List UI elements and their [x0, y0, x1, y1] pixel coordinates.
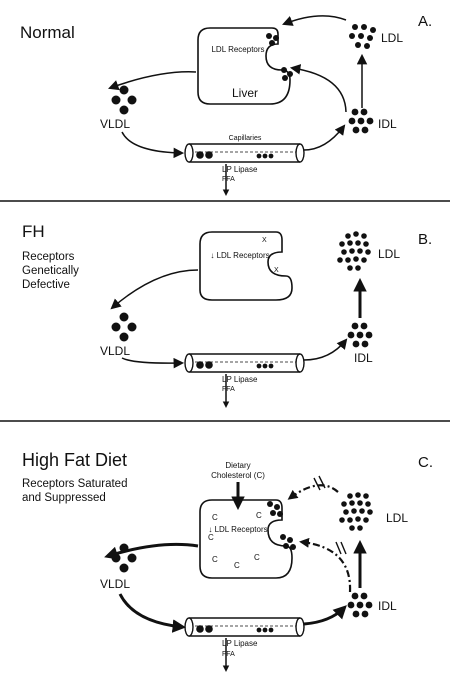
cholesterol-marker: C: [254, 553, 260, 562]
cholesterol-marker: C: [212, 555, 218, 564]
capillary: [184, 143, 305, 163]
panel-a: Normal A. LDL Receptors Liver LDL IDL: [20, 13, 432, 197]
idl-label: IDL: [378, 599, 397, 613]
panel-title: High Fat Diet: [22, 450, 127, 470]
liver-to-vldl-arrow: [104, 542, 199, 560]
panel-title: FH: [22, 222, 45, 241]
blocked-ldl-uptake-arrow: [287, 475, 339, 500]
panel-letter: C.: [418, 454, 433, 471]
cholesterol-marker: C: [234, 561, 240, 570]
cholesterol-marker: C: [256, 511, 262, 520]
receptor-label: ↓ LDL Receptors: [208, 525, 267, 534]
ldl-label: LDL: [386, 511, 408, 525]
ldl-bound-particles: [266, 33, 293, 81]
liver-cell: [199, 231, 293, 301]
idl-particles: [348, 108, 374, 134]
capillary-to-idl-arrow: [303, 605, 347, 626]
liver-label: Liver: [232, 86, 258, 100]
capillaries-label: Capillaries: [229, 135, 262, 142]
ldl-bound-particles: [267, 501, 296, 550]
lp-lipase-label: LP Lipase: [222, 165, 258, 174]
receptor-label: LDL Receptors: [211, 45, 264, 54]
idl-label: IDL: [354, 351, 373, 365]
cholesterol-marker: C: [212, 513, 218, 522]
ldl-particles: [337, 231, 371, 271]
idl-particles: [347, 322, 373, 348]
ldl-particles: [339, 492, 373, 531]
capillary: [184, 617, 305, 637]
ffa-label: FFA: [222, 651, 235, 658]
liver-to-vldl-arrow: [108, 71, 197, 91]
capillary-to-idl-arrow: [303, 338, 348, 361]
idl-to-liver-arrow: [289, 64, 347, 113]
cholesterol-markers: C C C C C C: [208, 511, 262, 570]
receptor-label: ↓ LDL Receptors: [210, 251, 269, 260]
panel-letter: A.: [418, 13, 432, 30]
panel-letter: B.: [418, 231, 432, 248]
vldl-label: VLDL: [100, 344, 130, 358]
panel-subtitle: and Suppressed: [22, 492, 106, 504]
panel-subtitle: Receptors Saturated: [22, 478, 127, 490]
panel-title: Normal: [20, 23, 75, 42]
vldl-particles: [111, 312, 137, 342]
panel-b: FH B. Receptors Genetically Defective X …: [22, 222, 432, 409]
panel-subtitle: Defective: [22, 279, 70, 291]
vldl-particles: [111, 85, 137, 115]
panel-subtitle: Genetically: [22, 265, 79, 277]
vldl-to-capillary-arrow: [121, 357, 185, 369]
vldl-label: VLDL: [100, 117, 130, 131]
ffa-label: FFA: [222, 176, 235, 183]
dietary-cholesterol-label: Dietary: [225, 461, 250, 470]
ldl-to-liver-arrow: [282, 15, 347, 26]
vldl-to-capillary-arrow: [118, 593, 187, 633]
ldl-label: LDL: [381, 31, 403, 45]
capillary-to-idl-arrow: [303, 124, 346, 151]
defect-marker: X: [262, 237, 267, 244]
liver-cell: [199, 499, 293, 579]
cholesterol-marker: C: [208, 533, 214, 542]
blocked-idl-uptake-arrow: [299, 537, 352, 593]
panel-c: High Fat Diet C. Receptors Saturated and…: [22, 450, 433, 673]
capillary: [184, 353, 305, 373]
liver-to-vldl-arrow: [110, 269, 199, 310]
ffa-label: FFA: [222, 386, 235, 393]
ldl-label: LDL: [378, 247, 400, 261]
ldl-particles: [349, 24, 376, 49]
defect-marker: X: [274, 267, 279, 274]
lp-lipase-label: LP Lipase: [222, 639, 258, 648]
panel-subtitle: Receptors: [22, 251, 75, 263]
idl-particles: [347, 592, 373, 618]
vldl-particles: [111, 543, 137, 573]
vldl-to-capillary-arrow: [121, 131, 185, 159]
idl-label: IDL: [378, 117, 397, 131]
dietary-cholesterol-label: Cholesterol (C): [211, 471, 265, 480]
vldl-label: VLDL: [100, 577, 130, 591]
lp-lipase-label: LP Lipase: [222, 375, 258, 384]
